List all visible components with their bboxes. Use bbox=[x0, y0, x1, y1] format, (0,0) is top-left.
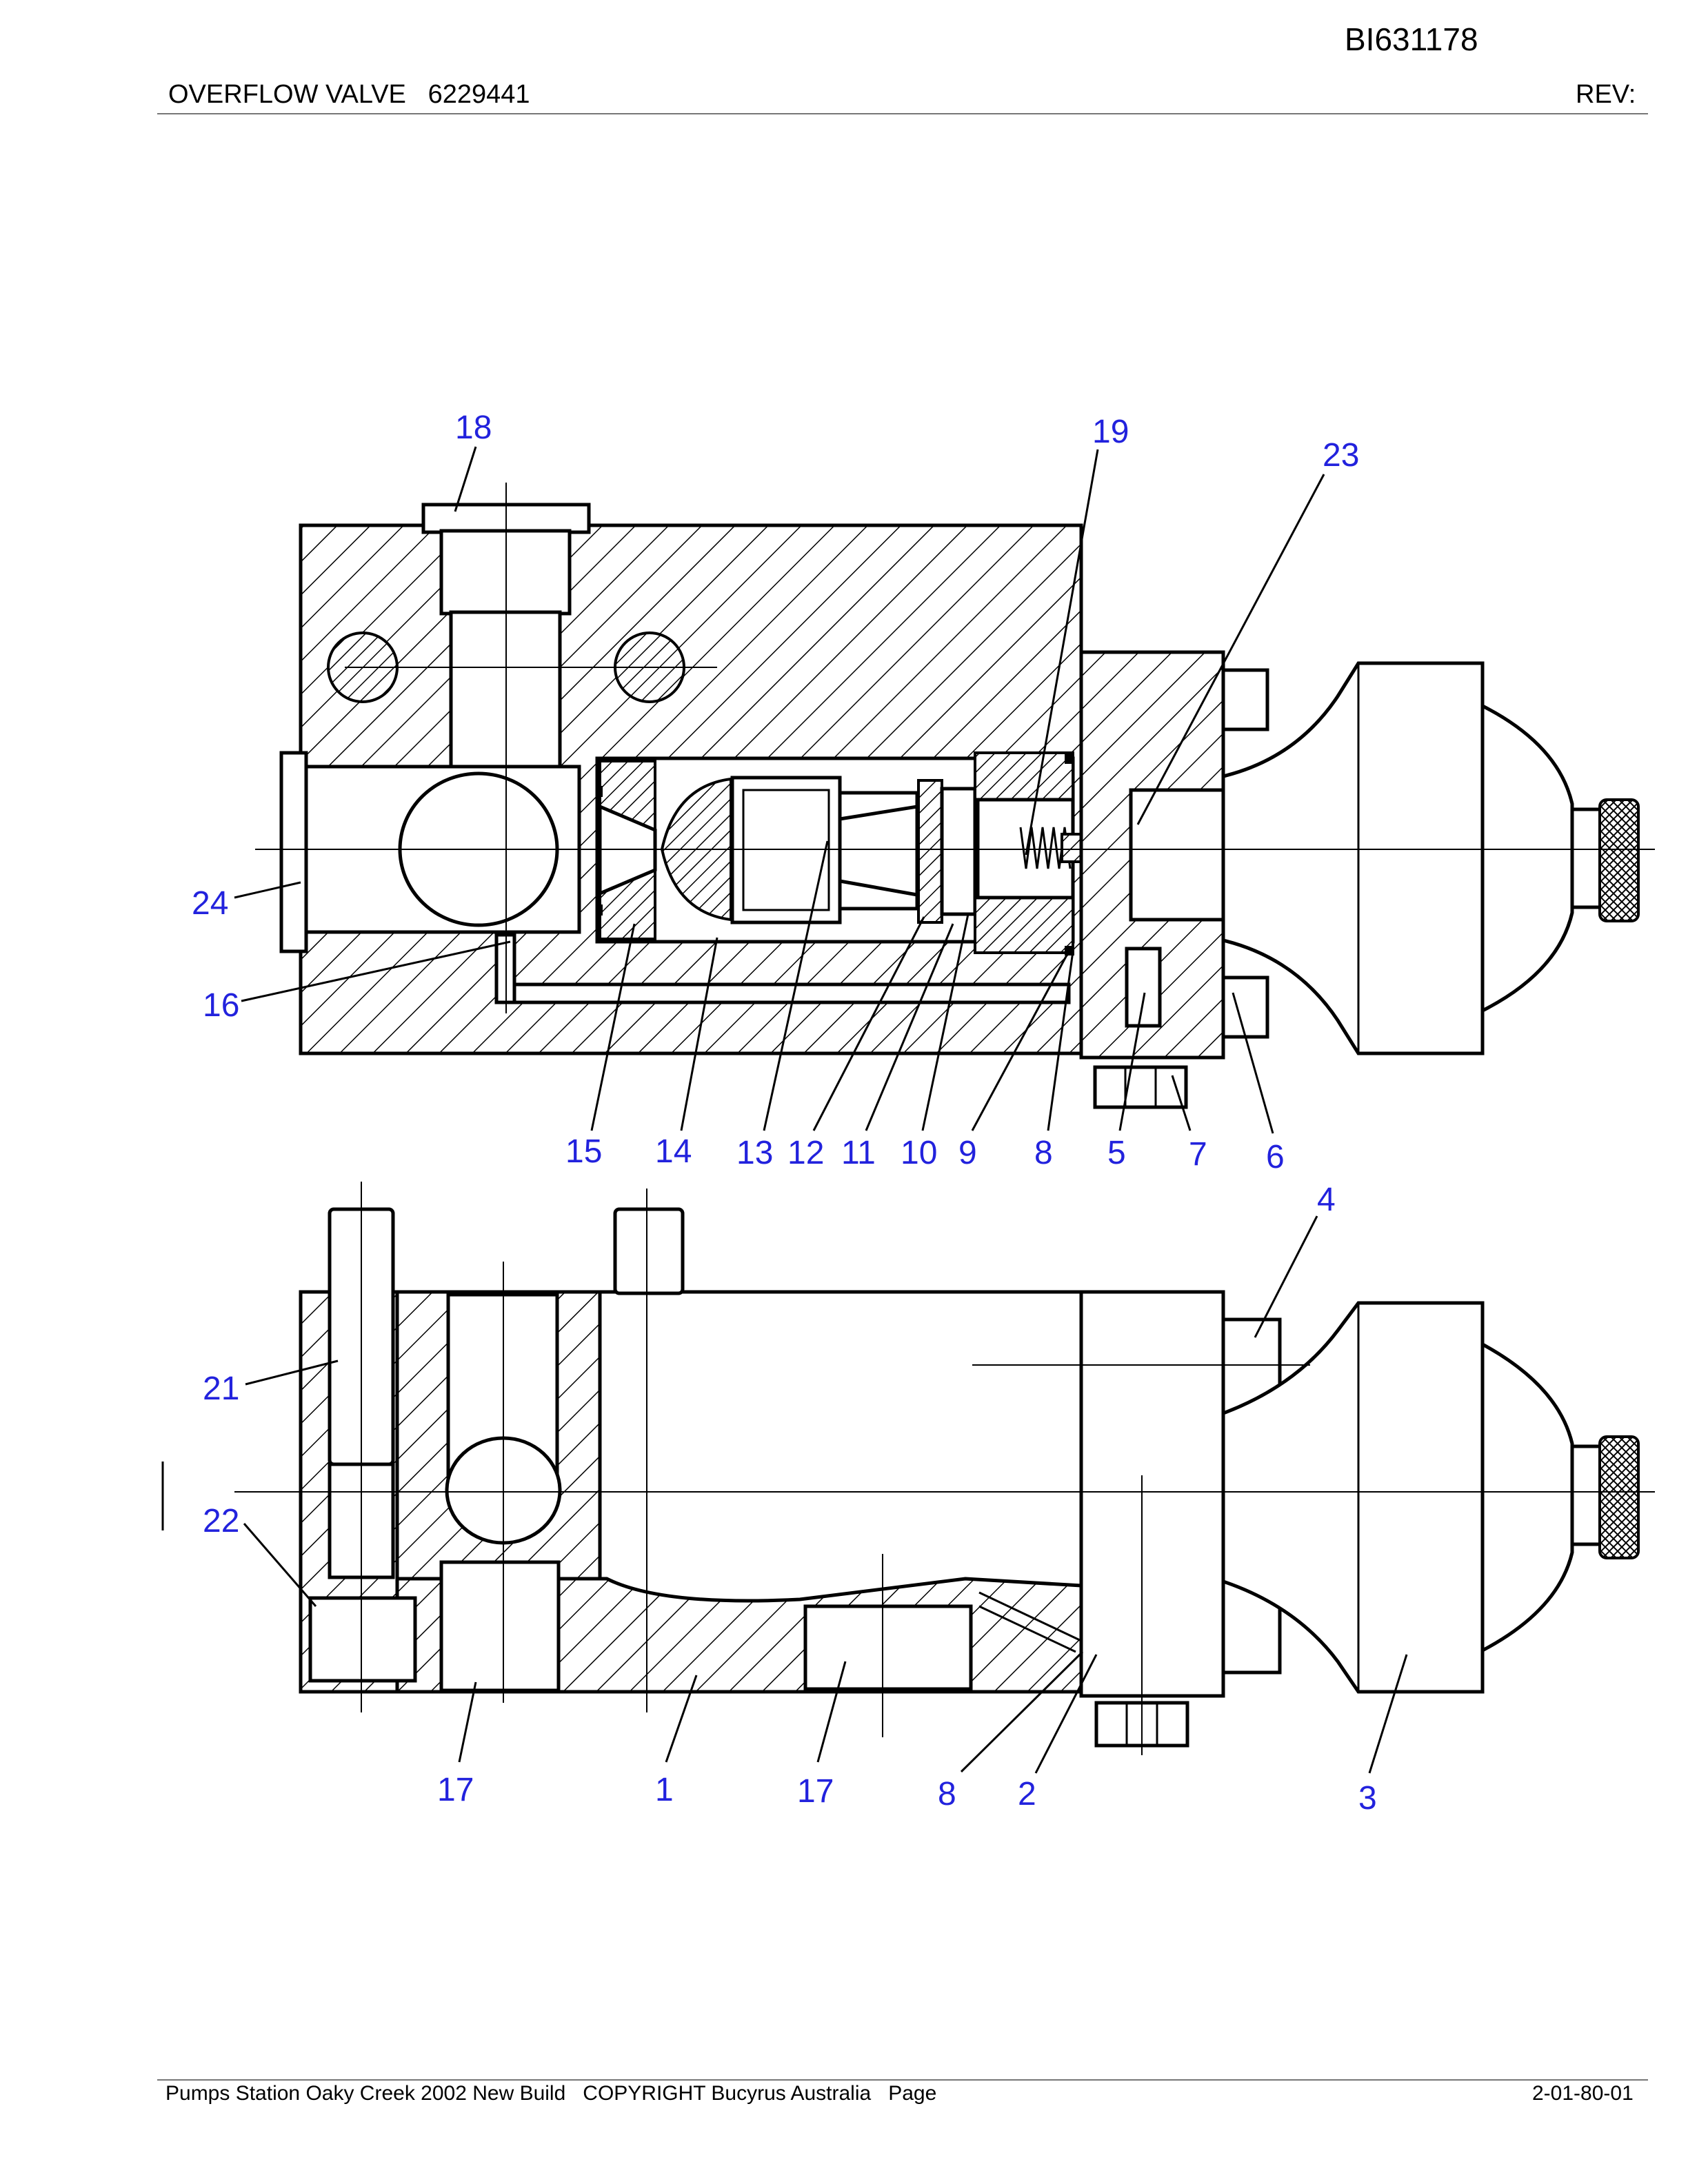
piston-cone bbox=[838, 805, 919, 897]
accumulator-body bbox=[1221, 661, 1485, 1055]
callout-22: 22 bbox=[203, 1503, 239, 1539]
callout-8-upper: 8 bbox=[1034, 1135, 1053, 1171]
callout-19: 19 bbox=[1092, 414, 1129, 450]
bolt-head-lower-6 bbox=[1221, 975, 1269, 1039]
callout-23: 23 bbox=[1323, 437, 1359, 474]
inlet-flange-24 bbox=[279, 751, 308, 953]
callout-1: 1 bbox=[655, 1772, 674, 1808]
callout-24: 24 bbox=[192, 885, 228, 922]
seal-10 bbox=[940, 787, 977, 916]
accumulator-dome bbox=[1480, 702, 1574, 1014]
callout-13: 13 bbox=[736, 1135, 773, 1171]
callout-21: 21 bbox=[203, 1371, 239, 1407]
header-rule bbox=[157, 113, 1648, 114]
cover-block bbox=[1079, 1290, 1225, 1698]
o-ring-seat-top bbox=[596, 786, 603, 797]
upper-section-view bbox=[255, 483, 1655, 1109]
vent-plug-5 bbox=[1125, 947, 1162, 1028]
o-ring-8-top bbox=[1065, 754, 1074, 764]
callout-6: 6 bbox=[1266, 1139, 1285, 1175]
accumulator-3 bbox=[1221, 1301, 1485, 1694]
callout-17-right: 17 bbox=[797, 1773, 834, 1810]
callout-12: 12 bbox=[787, 1135, 824, 1171]
callout-labels: 18 19 23 24 16 15 14 13 12 11 10 9 8 5 7… bbox=[192, 410, 1377, 1817]
guide-11 bbox=[917, 779, 943, 924]
callout-8-lower: 8 bbox=[938, 1776, 956, 1812]
port-17-right bbox=[803, 1604, 973, 1691]
stud-top bbox=[613, 1207, 685, 1295]
callout-9: 9 bbox=[958, 1135, 977, 1171]
callout-4: 4 bbox=[1317, 1182, 1336, 1218]
callout-11: 11 bbox=[841, 1135, 876, 1171]
bolt-4-upper bbox=[1221, 1317, 1282, 1415]
revision-label: REV: bbox=[1576, 80, 1636, 109]
bolt-4-lower bbox=[1221, 1577, 1282, 1675]
nut-22 bbox=[308, 1596, 417, 1683]
callout-16: 16 bbox=[203, 987, 239, 1024]
callout-15: 15 bbox=[565, 1133, 602, 1170]
knurled-cap-lower bbox=[1598, 1435, 1640, 1559]
callout-7: 7 bbox=[1189, 1136, 1207, 1173]
accumulator-3-stem bbox=[1570, 1444, 1605, 1546]
drawing-title: OVERFLOW VALVE 6229441 bbox=[168, 80, 530, 109]
knurled-cap bbox=[1598, 798, 1640, 922]
accumulator-3-dome bbox=[1480, 1341, 1574, 1654]
document-id: BI631178 bbox=[1345, 21, 1478, 57]
nut-7 bbox=[1093, 1065, 1188, 1109]
callout-14: 14 bbox=[655, 1133, 692, 1170]
callout-2: 2 bbox=[1018, 1776, 1036, 1812]
o-ring-seat-bottom bbox=[596, 904, 603, 916]
lower-external-view bbox=[161, 1182, 1655, 1755]
drain-passage bbox=[978, 1591, 1082, 1642]
footer-rule bbox=[157, 2079, 1648, 2081]
drain-channel bbox=[494, 982, 1071, 1004]
callout-3: 3 bbox=[1358, 1780, 1377, 1817]
bolt-head-upper bbox=[1221, 668, 1269, 731]
callout-10: 10 bbox=[901, 1135, 937, 1171]
leader-lines bbox=[234, 446, 1408, 1774]
callout-5: 5 bbox=[1107, 1135, 1126, 1171]
callout-18: 18 bbox=[455, 410, 492, 446]
accumulator-valve-stem bbox=[1570, 807, 1605, 909]
port-17-left bbox=[439, 1560, 561, 1692]
footer-text: Pumps Station Oaky Creek 2002 New Build … bbox=[165, 2082, 937, 2105]
footer-page-code: 2-01-80-01 bbox=[1532, 2082, 1634, 2105]
callout-17-left: 17 bbox=[437, 1772, 474, 1808]
